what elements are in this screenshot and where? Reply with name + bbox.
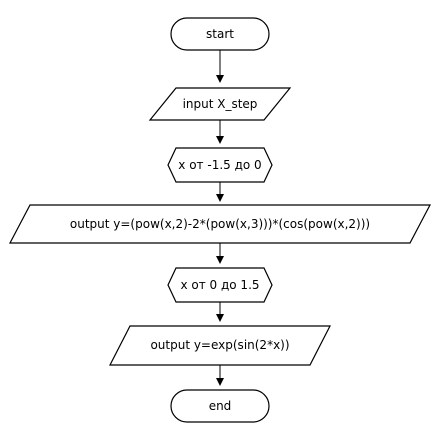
node-input: input X_step bbox=[148, 87, 292, 121]
node-label: x от 0 до 1.5 bbox=[180, 278, 259, 292]
terminator-shape bbox=[170, 389, 270, 423]
node-loop2: x от 0 до 1.5 bbox=[167, 267, 273, 303]
node-label: x от -1.5 до 0 bbox=[178, 158, 261, 172]
node-loop1: x от -1.5 до 0 bbox=[167, 147, 273, 183]
node-out2: output y=exp(sin(2*x)) bbox=[109, 325, 331, 366]
node-end: end bbox=[170, 389, 270, 423]
terminator-shape bbox=[170, 17, 270, 51]
parallelogram-shape bbox=[148, 87, 292, 121]
node-out1: output y=(pow(x,2)-2*(pow(x,3)))*(cos(po… bbox=[9, 204, 431, 244]
node-label: output y=(pow(x,2)-2*(pow(x,3)))*(cos(po… bbox=[70, 217, 370, 231]
node-start: start bbox=[170, 17, 270, 51]
node-label: output y=exp(sin(2*x)) bbox=[150, 338, 289, 352]
hexagon-shape bbox=[167, 267, 273, 303]
parallelogram-shape bbox=[9, 204, 431, 244]
node-label: start bbox=[206, 27, 234, 41]
hexagon-shape bbox=[167, 147, 273, 183]
parallelogram-shape bbox=[109, 325, 331, 366]
node-label: end bbox=[209, 399, 232, 413]
node-label: input X_step bbox=[183, 97, 258, 111]
